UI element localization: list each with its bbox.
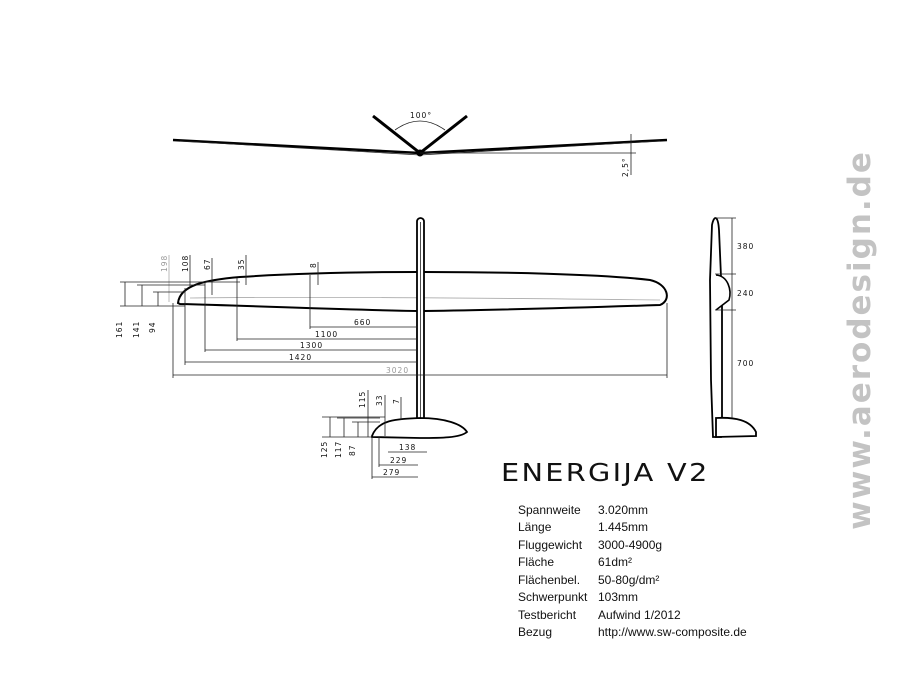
side-view: 380 240 700 bbox=[709, 217, 757, 438]
span-label: 3020 bbox=[386, 366, 409, 375]
spec-key: Bezug bbox=[518, 625, 553, 640]
chord-label: 8 bbox=[309, 262, 318, 268]
spec-key: Fläche bbox=[518, 555, 555, 570]
tail-height-label: 117 bbox=[334, 441, 343, 458]
spec-value: http://www.sw-composite.de bbox=[598, 625, 747, 640]
horizontal-tail bbox=[371, 417, 469, 439]
model-title: ENERGIJA V2 bbox=[501, 458, 710, 487]
spec-value: 50-80g/dm² bbox=[598, 572, 660, 587]
chord-label: 35 bbox=[237, 258, 246, 270]
spec-key: Fluggewicht bbox=[518, 537, 583, 552]
spec-row: Fluggewicht 3000-4900g bbox=[518, 536, 747, 554]
spec-row: Spannweite 3.020mm bbox=[518, 501, 747, 519]
chord-label: 108 bbox=[181, 255, 190, 272]
side-label: 700 bbox=[737, 359, 754, 368]
chord-label: 198 bbox=[160, 255, 169, 272]
vtail-angle-label: 100° bbox=[410, 111, 432, 120]
side-fuselage bbox=[709, 217, 723, 438]
side-label: 240 bbox=[737, 289, 754, 298]
tail-height-label: 87 bbox=[348, 444, 357, 456]
spec-value: 1.445mm bbox=[598, 520, 649, 535]
height-label: 94 bbox=[148, 321, 157, 333]
height-label: 141 bbox=[132, 321, 141, 338]
tail-top-label: 33 bbox=[375, 394, 384, 406]
side-wing-root bbox=[715, 274, 731, 311]
span-label: 1300 bbox=[300, 341, 323, 350]
spec-key: Länge bbox=[518, 520, 552, 535]
spec-row: Länge 1.445mm bbox=[518, 519, 747, 537]
vtail-angle-arc bbox=[394, 120, 446, 131]
spec-row: Flächenbel. 50-80g/dm² bbox=[518, 571, 747, 589]
spec-value: 61dm² bbox=[598, 555, 633, 570]
span-label: 660 bbox=[354, 318, 371, 327]
specs-table: Spannweite 3.020mm Länge 1.445mm Fluggewic… bbox=[518, 501, 747, 641]
span-label: 1100 bbox=[315, 330, 338, 339]
spec-value: 3.020mm bbox=[598, 502, 649, 517]
chord-label: 67 bbox=[203, 258, 212, 270]
tail-span-label: 138 bbox=[399, 443, 416, 452]
spec-row: Bezug http://www.sw-composite.de bbox=[518, 624, 747, 642]
spec-key: Schwerpunkt bbox=[518, 590, 588, 605]
spec-value: 103mm bbox=[598, 590, 639, 605]
top-view: 198 108 67 35 8 161 141 94 660 1100 1300… bbox=[115, 217, 668, 439]
dihedral-label: 2,5° bbox=[621, 157, 630, 177]
spec-value: Aufwind 1/2012 bbox=[598, 607, 681, 622]
tail-span-label: 279 bbox=[383, 468, 400, 477]
spec-value: 3000-4900g bbox=[598, 537, 663, 552]
spec-row: Fläche 61dm² bbox=[518, 554, 747, 572]
span-label: 1420 bbox=[289, 353, 312, 362]
watermark: www.aerodesign.de bbox=[842, 150, 878, 530]
spec-key: Spannweite bbox=[518, 502, 581, 517]
spec-key: Flächenbel. bbox=[518, 572, 581, 587]
tail-top-label: 115 bbox=[358, 391, 367, 408]
tail-height-label: 125 bbox=[320, 441, 329, 458]
height-label: 161 bbox=[115, 321, 124, 338]
side-tail bbox=[715, 416, 757, 438]
side-label: 380 bbox=[737, 242, 754, 251]
tail-top-label: 7 bbox=[392, 398, 401, 404]
tail-dimensions: 115 33 7 125 117 87 138 229 279 bbox=[320, 390, 427, 479]
spec-row: Testbericht Aufwind 1/2012 bbox=[518, 606, 747, 624]
spec-key: Testbericht bbox=[518, 607, 577, 622]
tail-span-label: 229 bbox=[390, 456, 407, 465]
front-view: 100° 2,5° bbox=[172, 111, 668, 177]
spec-row: Schwerpunkt 103mm bbox=[518, 589, 747, 607]
front-vtail bbox=[372, 114, 468, 155]
